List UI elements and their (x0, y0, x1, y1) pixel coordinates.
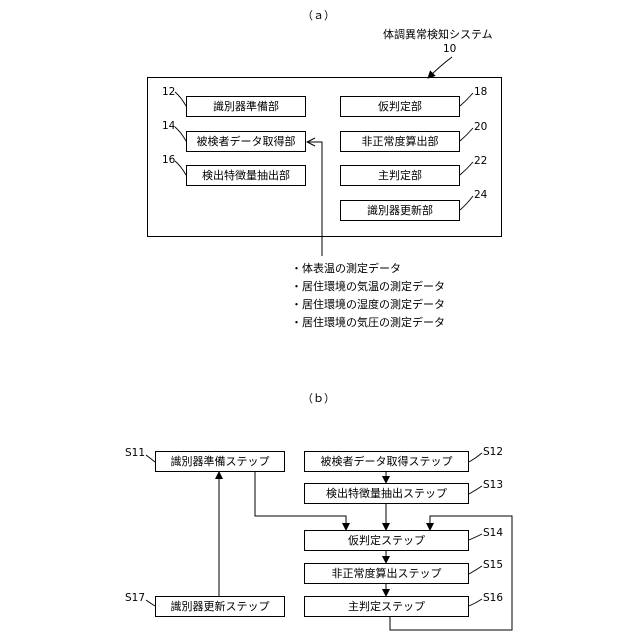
system-leader (428, 57, 452, 78)
step-leader-s11 (146, 455, 155, 462)
ref-leader-16 (175, 161, 186, 175)
step-leader-s16 (469, 599, 482, 606)
step-leader-s13 (469, 486, 482, 494)
ref-leader-18 (460, 93, 473, 106)
flow-s11-to-s14 (255, 472, 346, 530)
ref-leader-14 (175, 127, 186, 141)
step-leader-s17 (146, 600, 155, 606)
ref-leader-20 (460, 128, 473, 141)
step-leader-s14 (469, 534, 482, 540)
ref-leader-12 (175, 92, 186, 106)
ref-leader-24 (460, 196, 473, 210)
step-leader-s15 (469, 566, 482, 574)
flow-s16-loop-to-s14 (390, 516, 512, 630)
ref-leader-22 (460, 162, 473, 175)
step-leader-s12 (469, 453, 482, 462)
data-input-arrow (307, 142, 322, 256)
